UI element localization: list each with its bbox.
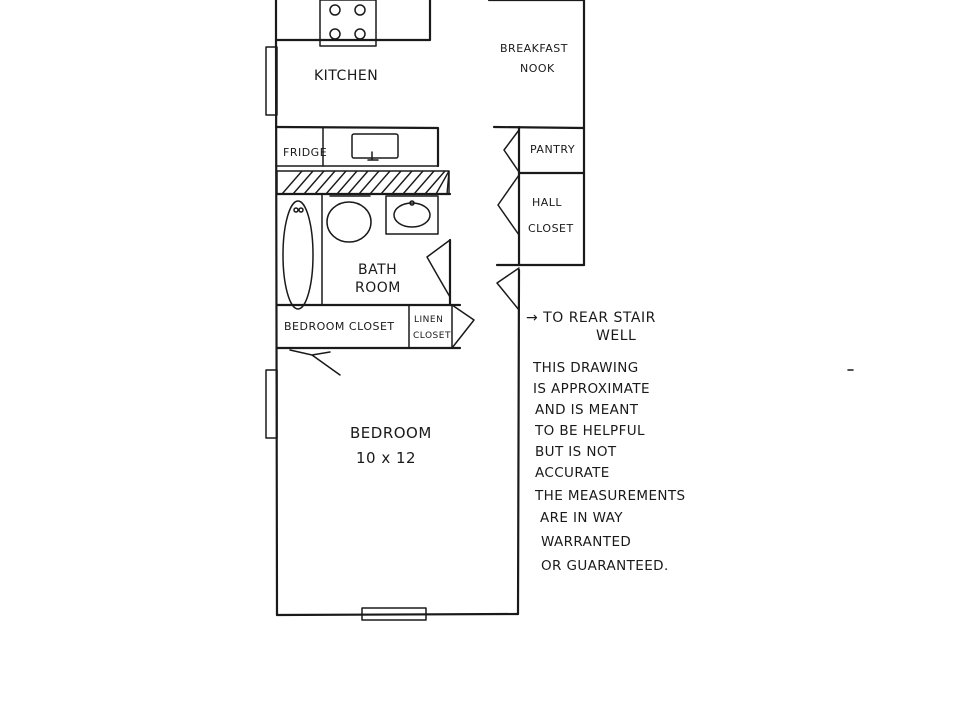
label-bath: BATH: [358, 262, 397, 278]
bedroom-window-bottom: [361, 607, 427, 621]
hatch-line: [369, 170, 391, 195]
hatch-line: [402, 170, 424, 195]
disclaimer-line: BUT IS NOT: [535, 444, 617, 460]
label-linen: LINEN: [414, 315, 443, 325]
label-closet: CLOSET: [528, 222, 574, 235]
hatch-line: [380, 170, 402, 195]
hatch-line: [303, 170, 325, 195]
label-bedroom-size: 10 x 12: [356, 449, 416, 467]
disclaimer-line: TO BE HELPFUL: [534, 423, 645, 439]
disclaimer-note: THIS DRAWING IS APPROXIMATE AND IS MEANT…: [532, 360, 685, 574]
stair-note: → TO REAR STAIR WELL: [526, 310, 656, 344]
bedroom-window-left: [265, 369, 278, 439]
label-bedroom-closet: BEDROOM CLOSET: [284, 320, 395, 333]
hatch-line: [391, 170, 413, 195]
hatch-line: [435, 170, 450, 195]
hatched-wall: [276, 170, 450, 195]
label-kitchen: KITCHEN: [314, 68, 378, 84]
hatch-line: [325, 170, 347, 195]
disclaimer-line: THIS DRAWING: [532, 360, 639, 376]
label-linen-closet: CLOSET: [413, 331, 451, 341]
hatch-line: [424, 170, 446, 195]
label-bedroom: BEDROOM: [350, 424, 432, 442]
outer-walls: [274, 0, 586, 617]
hatch-line: [446, 170, 450, 195]
label-pantry: PANTRY: [530, 143, 575, 156]
hatch-line: [347, 170, 369, 195]
disclaimer-line: AND IS MEANT: [535, 402, 639, 418]
label-room: ROOM: [355, 280, 401, 296]
label-fridge: FRIDGE: [283, 146, 327, 159]
label-hall: HALL: [532, 196, 562, 209]
closets-row: [275, 303, 475, 376]
room-labels: KITCHEN BREAKFAST NOOK FRIDGE PANTRY HAL…: [283, 42, 575, 467]
kitchen-window: [265, 46, 278, 116]
disclaimer-line: WARRANTED: [541, 534, 631, 550]
hatch-line: [314, 170, 336, 195]
hall-doors: [496, 129, 520, 311]
disclaimer-line: IS APPROXIMATE: [533, 381, 650, 397]
hatch-line: [358, 170, 380, 195]
bathroom-fixtures: [275, 192, 452, 310]
toilet-bowl: [326, 201, 372, 243]
stair-note-line2: WELL: [596, 328, 636, 344]
disclaimer-line: THE MEASUREMENTS: [534, 488, 685, 504]
hatch-line: [281, 170, 303, 195]
bathtub: [282, 200, 314, 310]
windows: [265, 46, 427, 621]
disclaimer-line: OR GUARANTEED.: [541, 558, 669, 574]
stair-note-line1: → TO REAR STAIR: [526, 310, 656, 326]
label-breakfast: BREAKFAST: [500, 42, 568, 55]
disclaimer-line: ACCURATE: [535, 465, 610, 481]
hatch-line: [413, 170, 435, 195]
label-nook: NOOK: [520, 62, 555, 75]
kitchen-counter-row: [274, 125, 440, 168]
disclaimer-line: ARE IN WAY: [540, 510, 623, 526]
bath-vanity: [385, 195, 439, 235]
hatch-line: [336, 170, 358, 195]
stove: [319, 0, 377, 47]
kitchen-sink: [351, 133, 399, 159]
hatch-line: [292, 170, 314, 195]
